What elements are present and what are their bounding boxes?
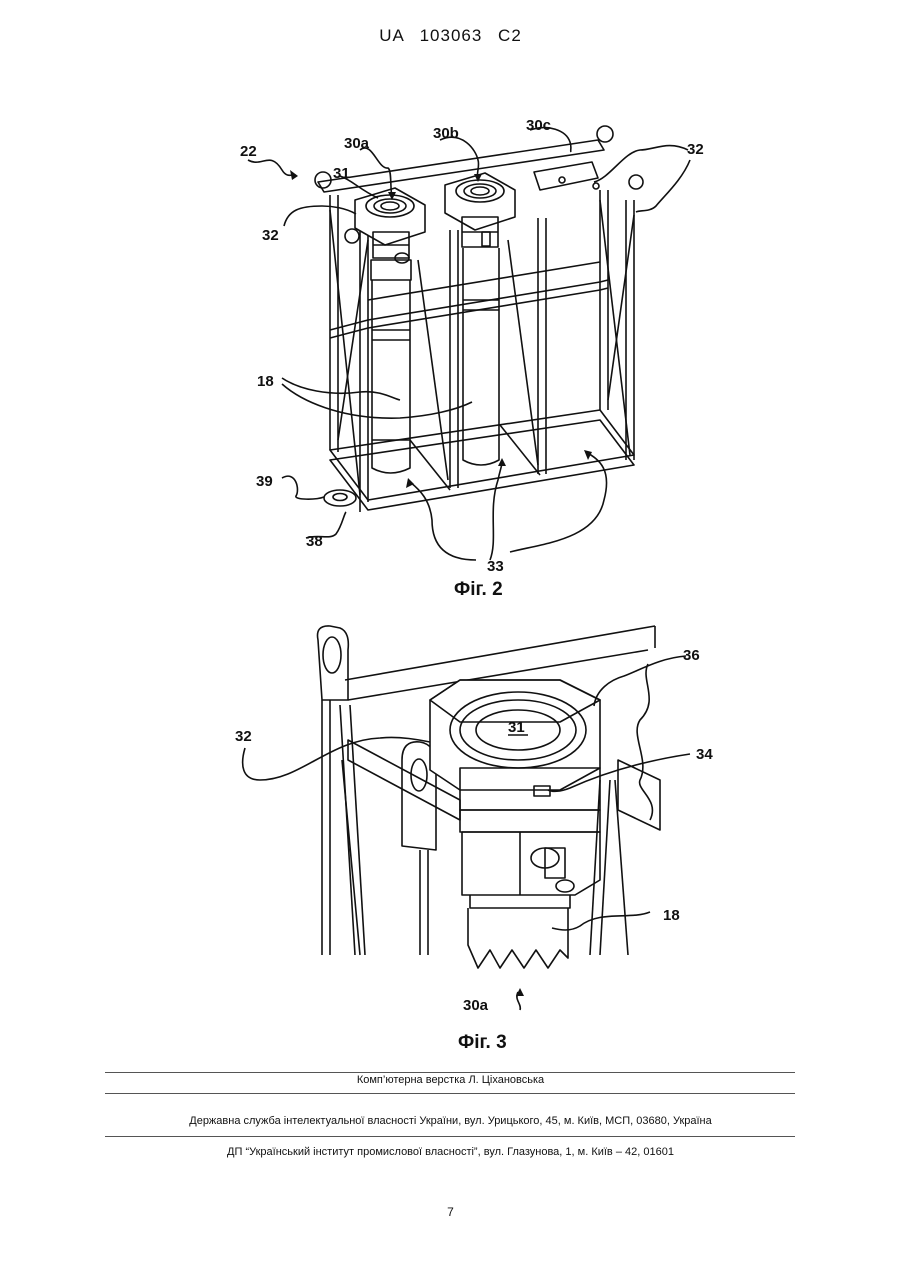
- page-number: 7: [0, 1205, 901, 1219]
- figure-2-drawing: 22 30a 30b 30c 31 32 32 18 39 38 33 Фіг.…: [0, 0, 901, 610]
- figure-3-drawing: 36 31 32 34 18 30a Фіг. 3: [0, 610, 901, 1060]
- footer-rule-top: [105, 1072, 795, 1073]
- fig2-label-32-top: 32: [687, 141, 704, 158]
- footer-rule-middle: [105, 1093, 795, 1094]
- patent-office-address: Державна служба інтелектуальної власност…: [0, 1115, 901, 1127]
- fig2-label-22: 22: [240, 143, 257, 160]
- fig2-label-30b: 30b: [433, 125, 459, 142]
- fig2-label-39: 39: [256, 473, 273, 490]
- fig2-label-33: 33: [487, 558, 504, 575]
- fig2-label-32-left: 32: [262, 227, 279, 244]
- fig3-label-18: 18: [663, 907, 680, 924]
- fig3-caption: Фіг. 3: [458, 1032, 507, 1053]
- fig2-caption: Фіг. 2: [454, 579, 503, 600]
- fig2-label-38: 38: [306, 533, 323, 550]
- fig3-label-31: 31: [508, 719, 525, 736]
- fig2-label-30a: 30a: [344, 135, 370, 152]
- institute-address: ДП “Український інститут промислової вла…: [0, 1146, 901, 1158]
- footer-rule-bottom: [105, 1136, 795, 1137]
- fig3-label-30a: 30a: [463, 997, 489, 1014]
- fig2-label-18: 18: [257, 373, 274, 390]
- fig2-label-30c: 30c: [526, 117, 551, 134]
- layout-credit: Комп’ютерна верстка Л. Ціхановська: [0, 1074, 901, 1086]
- fig3-label-36: 36: [683, 647, 700, 664]
- fig2-label-31: 31: [333, 165, 350, 182]
- fig3-label-34: 34: [696, 746, 713, 763]
- fig3-label-32: 32: [235, 728, 252, 745]
